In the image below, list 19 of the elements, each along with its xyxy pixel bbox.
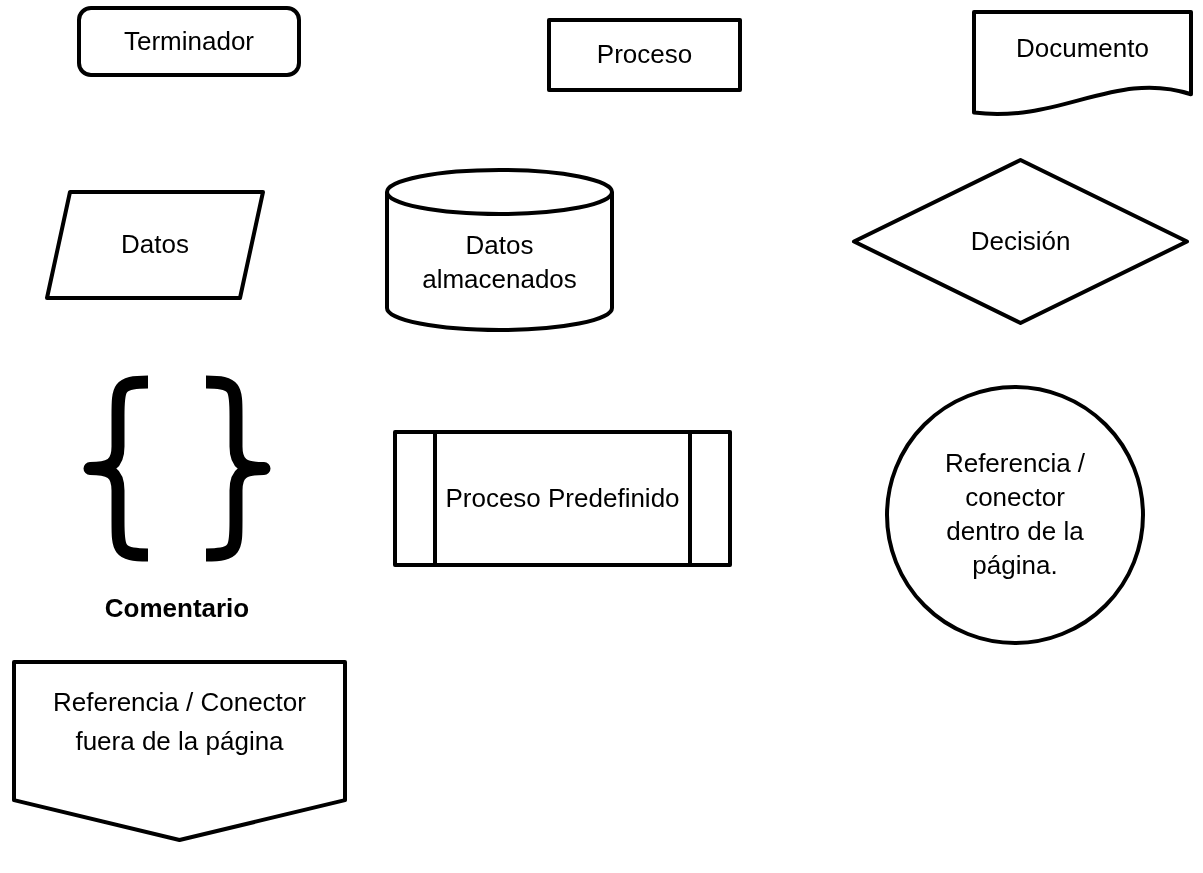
- terminator-shape: [77, 6, 301, 77]
- node-label: Referencia / conector dentro de la página.: [943, 447, 1087, 582]
- node-label: Decisión: [970, 224, 1071, 258]
- document-shape: [972, 10, 1193, 118]
- data-parallelogram: [45, 190, 265, 300]
- node-label: Datos: [121, 228, 189, 262]
- node-label: Comentario: [104, 592, 250, 626]
- decision-diamond: [852, 158, 1189, 325]
- node-label: Documento: [1016, 32, 1149, 66]
- node-label: Terminador: [123, 24, 255, 58]
- predefined-process-box: [393, 430, 732, 567]
- node-label: Referencia / Conector fuera de la página: [52, 686, 307, 758]
- node-label: Proceso Predefinido: [445, 482, 680, 516]
- connector-circle: [885, 385, 1145, 645]
- database-cylinder: [385, 170, 614, 330]
- node-label: Datos almacenados: [421, 228, 578, 296]
- node-label: Proceso: [596, 38, 693, 72]
- process-box: [547, 18, 742, 92]
- off-page-connector: [12, 660, 347, 842]
